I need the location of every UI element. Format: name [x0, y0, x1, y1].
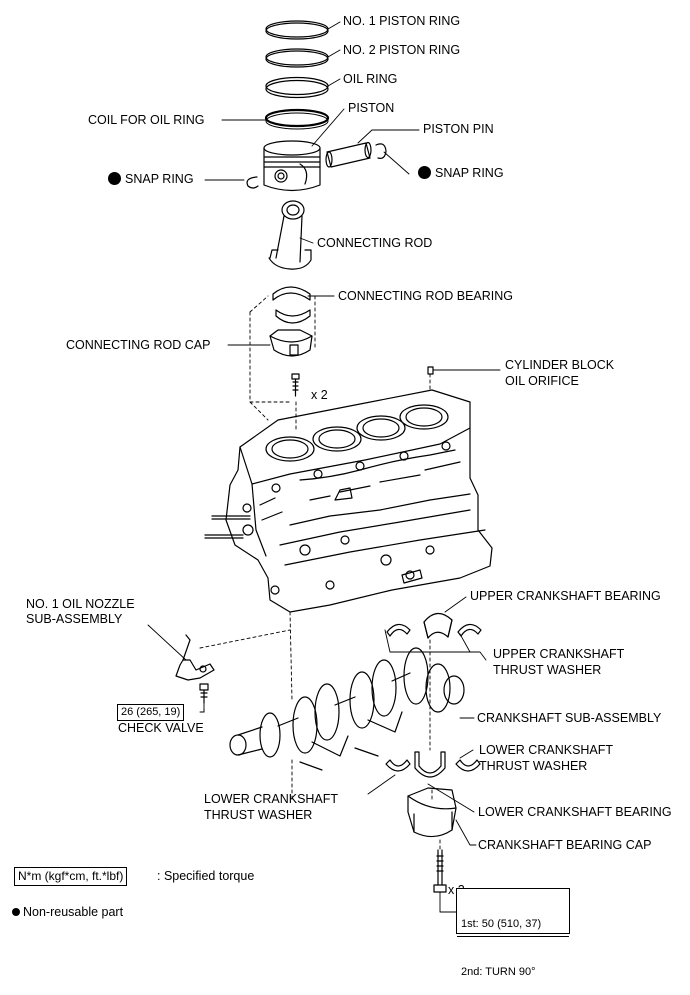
- label-piston-pin: PISTON PIN: [423, 122, 494, 136]
- snap-ring-left-part: [246, 176, 259, 189]
- label-no1-oil-nozzle-line2: SUB-ASSEMBLY: [26, 612, 123, 626]
- piston-part: [263, 140, 321, 192]
- connecting-rod-part: [268, 200, 312, 270]
- label-upper-thrust-line2: THRUST WASHER: [493, 663, 602, 677]
- check-valve-torque-box: 26 (265, 19): [117, 704, 185, 721]
- non-reusable-dot-icon: [418, 166, 431, 179]
- cap-torque-1st: 1st: 50 (510, 37): [457, 915, 569, 937]
- connecting-rod-cap-part: [269, 329, 313, 357]
- cap-torque-box: 1st: 50 (510, 37) 2nd: TURN 90°: [456, 888, 570, 978]
- label-no2-piston-ring: NO. 2 PISTON RING: [343, 43, 461, 57]
- exploded-diagram: NO. 1 PISTON RING NO. 2 PISTON RING OIL …: [12, 14, 672, 978]
- legend-non-reusable-text: Non-reusable part: [23, 905, 124, 919]
- label-cyl-block-oil-orifice-line2: OIL ORIFICE: [505, 374, 579, 388]
- label-upper-thrust-line1: UPPER CRANKSHAFT: [493, 647, 625, 661]
- oil-orifice-part: [427, 366, 434, 375]
- dashed-guides: [199, 373, 441, 851]
- piston-pin-part: [325, 141, 372, 168]
- diagram-drawing: [147, 20, 501, 913]
- cylinder-block-part: [204, 389, 493, 613]
- snap-ring-left-text: SNAP RING: [125, 172, 194, 186]
- label-connecting-rod-bearing: CONNECTING ROD BEARING: [338, 289, 514, 303]
- label-lower-thrust-left-line2: THRUST WASHER: [204, 808, 313, 822]
- cap-bolt-part: [433, 849, 447, 893]
- leader-lines: [147, 21, 501, 913]
- non-reusable-dot-icon: [108, 172, 121, 185]
- label-lower-thrust-right-line1: LOWER CRANKSHAFT: [479, 743, 614, 757]
- label-no1-oil-nozzle-line1: NO. 1 OIL NOZZLE: [26, 597, 135, 611]
- lower-thrust-right-part: [455, 759, 481, 772]
- upper-thrust-left-part: [386, 623, 411, 637]
- crankshaft-part: [229, 647, 465, 771]
- label-oil-ring: OIL RING: [343, 72, 398, 86]
- label-connecting-rod: CONNECTING ROD: [317, 236, 433, 250]
- connecting-rod-bearing-part: [272, 286, 311, 324]
- no2-piston-ring-part: [265, 48, 329, 68]
- lower-crank-bearing-part: [414, 751, 446, 778]
- cap-torque-2nd: 2nd: TURN 90°: [461, 966, 536, 978]
- legend-non-reusable: Non-reusable part: [12, 905, 123, 920]
- crank-bearing-cap-part: [407, 787, 457, 838]
- legend-torque-desc: : Specified torque: [157, 869, 255, 883]
- label-piston: PISTON: [348, 101, 395, 115]
- label-crankshaft-sub: CRANKSHAFT SUB-ASSEMBLY: [477, 711, 662, 725]
- upper-crank-bearing-part: [423, 612, 453, 639]
- label-no1-piston-ring: NO. 1 PISTON RING: [343, 14, 461, 28]
- coil-ring-part: [264, 108, 330, 130]
- legend-torque-unit-box: N*m (kgf*cm, ft.*lbf): [14, 867, 128, 886]
- label-connecting-rod-cap: CONNECTING ROD CAP: [66, 338, 211, 352]
- check-valve-part: [199, 683, 209, 704]
- no1-piston-ring-part: [265, 20, 329, 40]
- oil-ring-part: [265, 76, 329, 99]
- label-upper-crank-bearing: UPPER CRANKSHAFT BEARING: [470, 589, 661, 603]
- label-rod-bolt-qty: x 2: [311, 388, 328, 402]
- snap-ring-right-part: [375, 143, 387, 159]
- rod-dashed-guides: [249, 295, 316, 431]
- upper-thrust-right-part: [457, 623, 482, 637]
- label-lower-thrust-left-line1: LOWER CRANKSHAFT: [204, 792, 339, 806]
- snap-ring-right-text: SNAP RING: [435, 166, 504, 180]
- label-coil-for-oil-ring: COIL FOR OIL RING: [88, 113, 205, 127]
- label-snap-ring-left: SNAP RING: [108, 172, 194, 187]
- lower-thrust-left-part: [385, 759, 411, 772]
- label-snap-ring-right: SNAP RING: [418, 166, 504, 181]
- rod-bolt-part: [291, 373, 300, 397]
- label-lower-crank-bearing: LOWER CRANKSHAFT BEARING: [478, 805, 672, 819]
- label-check-valve: CHECK VALVE: [118, 721, 204, 735]
- label-lower-thrust-right-line2: THRUST WASHER: [479, 759, 588, 773]
- label-cyl-block-oil-orifice-line1: CYLINDER BLOCK: [505, 358, 615, 372]
- label-crank-bearing-cap: CRANKSHAFT BEARING CAP: [478, 838, 652, 852]
- non-reusable-dot-icon: [12, 908, 20, 916]
- oil-nozzle-part: [175, 634, 215, 681]
